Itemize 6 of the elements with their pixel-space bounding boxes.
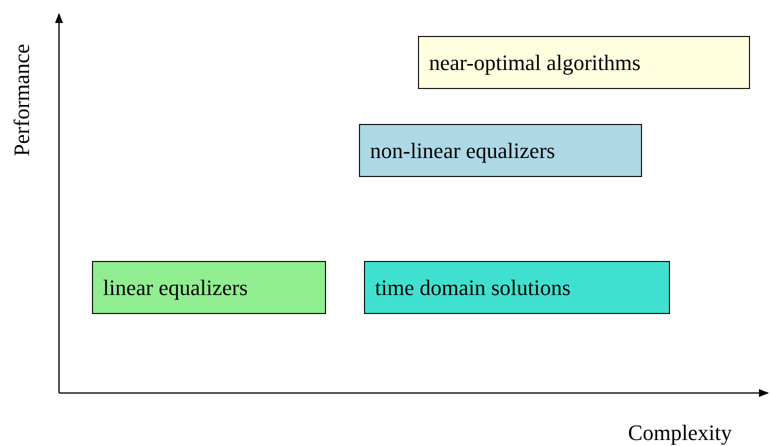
label-box: time domain solutions xyxy=(364,261,670,314)
label-box: non-linear equalizers xyxy=(359,124,642,177)
axis-label: Performance xyxy=(9,44,36,156)
axis-label: Complexity xyxy=(628,420,732,446)
label-box: near-optimal algorithms xyxy=(418,36,750,89)
label-box: linear equalizers xyxy=(92,261,326,314)
